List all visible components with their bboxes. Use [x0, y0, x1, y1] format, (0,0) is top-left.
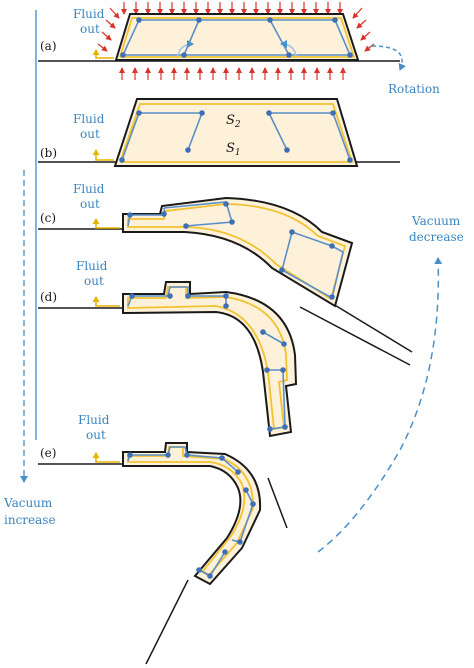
panel-c: (c) Fluid out [38, 182, 413, 353]
fluid-out-e-line2: out [86, 428, 106, 442]
fluid-out-arrow-c [92, 218, 120, 229]
substrate-line-e-left [145, 579, 189, 665]
fluid-out-arrow-a [92, 49, 114, 59]
vacuum-decrease-line2: decrease [409, 230, 464, 244]
panel-e: (e) Fluid out [38, 413, 288, 665]
panel-label-d: (d) [40, 290, 57, 304]
membrane-a [119, 17, 356, 58]
membrane-b [119, 103, 354, 163]
fluid-out-c-line2: out [80, 197, 100, 211]
rotation-label: Rotation [388, 82, 440, 96]
fluid-out-arrow-d [92, 296, 120, 307]
vacuum-increase-line1: Vacuum [3, 496, 53, 510]
actuator-body-e [122, 442, 262, 586]
actuator-body-a [114, 13, 360, 61]
fluid-out-arrow-b [92, 149, 114, 161]
linkage-d [127, 286, 286, 430]
vacuum-decrease-arrow [317, 257, 443, 553]
substrate-line-e-right [267, 477, 288, 529]
s1-label: S1 [226, 141, 241, 158]
vacuum-decrease-line1: Vacuum [411, 214, 461, 228]
actuator-body-d [122, 281, 298, 438]
fluid-out-arrow-e [92, 452, 120, 463]
actuator-body-b [113, 98, 359, 167]
fluid-out-c-line1: Fluid [73, 182, 105, 196]
fluid-out-d-line1: Fluid [76, 259, 108, 273]
pressure-arrows-top [97, 2, 375, 52]
s2-label: S2 [226, 113, 241, 130]
membrane-c [127, 203, 347, 301]
joints-a [120, 17, 353, 58]
joints-e [127, 452, 256, 579]
rotation-arrow-inner-right [280, 40, 297, 57]
panel-b: S2 S1 (b) Fluid out [38, 98, 400, 167]
panel-label-b: (b) [40, 146, 57, 160]
rotation-arrow [371, 45, 406, 71]
fluid-out-e-line1: Fluid [78, 413, 110, 427]
fluid-out-b-line2: out [80, 127, 100, 141]
vacuum-increase-line2: increase [4, 513, 56, 527]
pressure-arrows-bottom [119, 67, 346, 80]
fluid-out-a-line2: out [80, 22, 100, 36]
joints-b [119, 110, 353, 163]
actuator-body-c [122, 196, 354, 308]
fluid-out-b-line1: Fluid [73, 112, 105, 126]
panel-label-c: (c) [40, 211, 56, 225]
panel-label-e: (e) [40, 446, 56, 460]
joints-c [127, 201, 335, 300]
fluid-out-d-line2: out [84, 274, 104, 288]
fluid-out-a-line1: Fluid [73, 7, 105, 21]
substrate-line-d [299, 306, 411, 366]
panel-d: (d) Fluid out [38, 259, 411, 438]
joints-d [129, 293, 288, 432]
panel-label-a: (a) [40, 39, 57, 53]
panel-a: (a) Fluid out Rotation [38, 2, 440, 96]
rotation-arrow-inner-left [177, 40, 194, 57]
